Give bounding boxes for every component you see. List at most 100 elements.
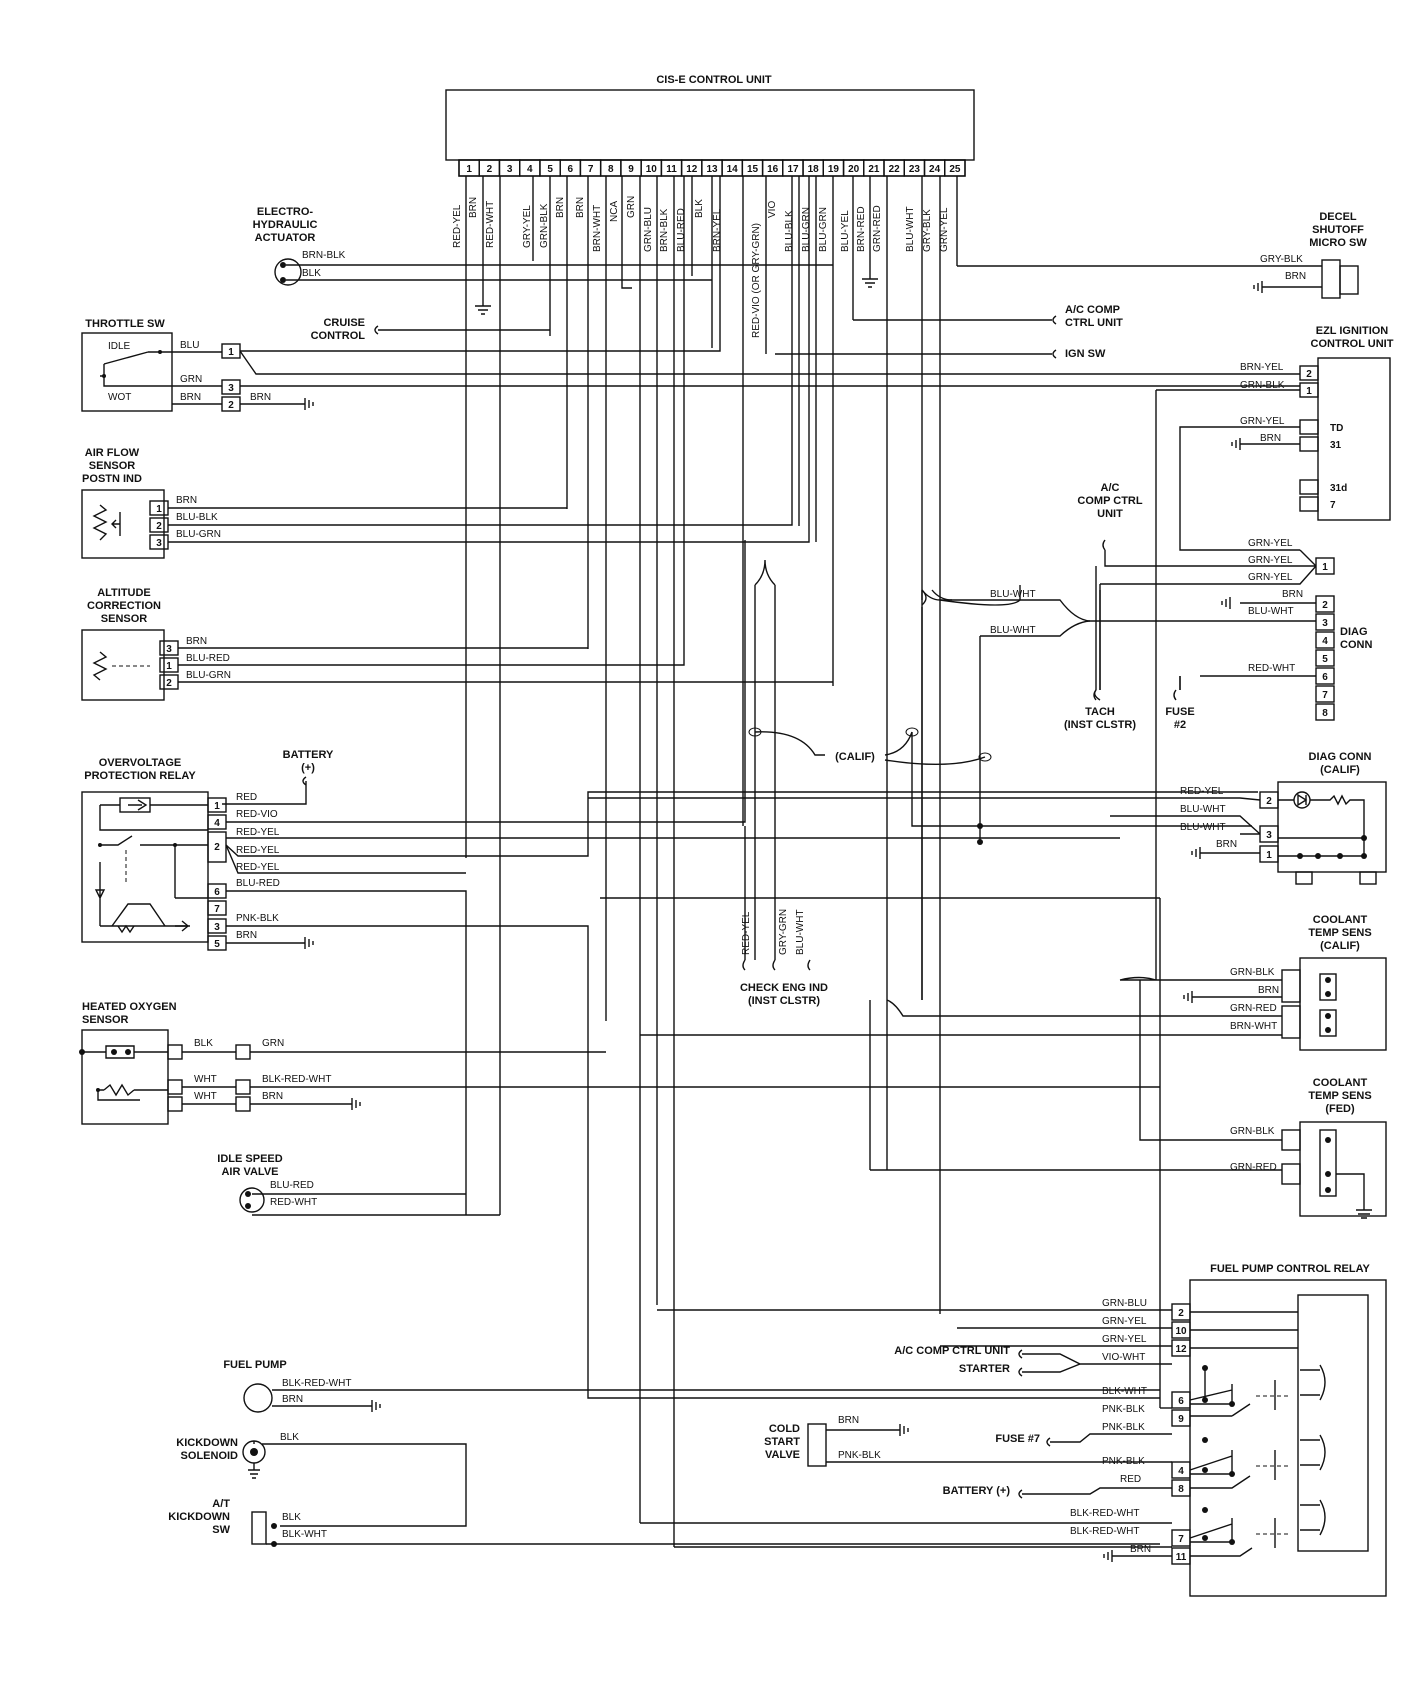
coolant-temp-sensor-calif: COOLANT TEMP SENS (CALIF) GRN-BLK BRN GR…	[640, 914, 1387, 1051]
control-unit-pin-number: 5	[547, 164, 553, 175]
blu-wht-split	[911, 589, 1252, 1000]
electro-hydraulic-actuator: ELECTRO- HYDRAULIC ACTUATOR BRN-BLK BLK	[253, 206, 833, 286]
svg-text:8: 8	[1178, 1484, 1184, 1495]
control-unit-pin-number: 15	[747, 164, 759, 175]
wire-label-p20b: GRN-RED	[872, 205, 883, 252]
svg-text:BRN: BRN	[176, 495, 197, 506]
svg-text:CORRECTION: CORRECTION	[87, 600, 161, 612]
svg-text:6: 6	[214, 887, 220, 898]
wire-label-p7a: BRN	[575, 197, 586, 218]
svg-text:BLK-RED-WHT: BLK-RED-WHT	[1070, 1526, 1139, 1537]
svg-text:RED: RED	[236, 792, 257, 803]
svg-text:RED-VIO: RED-VIO	[236, 809, 278, 820]
throttle-switch: THROTTLE SW IDLE WOT 1 3 2 BLU GRN BRN B…	[81, 176, 1300, 412]
wire-label-p2b: RED-WHT	[485, 201, 496, 248]
air-flow-sensor: AIR FLOW SENSOR POSTN IND 1 2 3 BRN BLU-…	[81, 176, 810, 559]
control-unit-pin-number: 4	[527, 164, 533, 175]
svg-text:2: 2	[1322, 600, 1328, 611]
svg-text:1: 1	[228, 347, 234, 358]
svg-text:SOLENOID: SOLENOID	[181, 1450, 239, 1462]
tach: TACH (INST CLSTR)	[1064, 590, 1136, 731]
control-unit-pin-number: 22	[889, 164, 901, 175]
svg-text:PROTECTION RELAY: PROTECTION RELAY	[84, 770, 196, 782]
altitude-correction-sensor: ALTITUDE CORRECTION SENSOR 3 1 2 BRN BLU…	[81, 176, 833, 701]
svg-text:CONTROL UNIT: CONTROL UNIT	[1311, 338, 1394, 350]
cold-start-valve: COLD START VALVE BRN PNK-BLK	[764, 1415, 1172, 1467]
svg-text:12: 12	[1175, 1344, 1187, 1355]
check-engine-indicator: RED-YEL GRY-GRN BLU-WHT CHECK ENG IND (I…	[740, 559, 828, 1007]
svg-text:SENSOR: SENSOR	[89, 460, 136, 472]
wire-label-p6: BRN	[555, 197, 566, 218]
wire-label-p1: RED-YEL	[452, 204, 463, 248]
svg-text:GRN-YEL: GRN-YEL	[1102, 1334, 1147, 1345]
control-unit-pin-number: 25	[949, 164, 961, 175]
wire-label-p7c: NCA	[609, 201, 620, 222]
svg-text:GRN-BLK: GRN-BLK	[1230, 1126, 1275, 1137]
svg-text:AIR VALVE: AIR VALVE	[221, 1166, 278, 1178]
battery-terminal: BATTERY (+)	[222, 749, 334, 805]
svg-text:COOLANT: COOLANT	[1313, 1077, 1368, 1089]
svg-text:BATTERY: BATTERY	[283, 749, 334, 761]
svg-text:BLU: BLU	[180, 340, 199, 351]
svg-text:START: START	[764, 1436, 800, 1448]
svg-text:BLK-WHT: BLK-WHT	[1102, 1386, 1147, 1397]
svg-text:BLU-WHT: BLU-WHT	[990, 589, 1036, 600]
overvoltage-protection-relay: OVERVOLTAGE PROTECTION RELAY 1 4 2 6 7 3…	[81, 540, 1258, 1399]
svg-text:EZL IGNITION: EZL IGNITION	[1316, 325, 1389, 337]
svg-text:SENSOR: SENSOR	[82, 1014, 129, 1026]
svg-text:GRN-RED: GRN-RED	[1230, 1162, 1277, 1173]
control-unit-pin-number: 20	[848, 164, 860, 175]
heated-oxygen-sensor: HEATED OXYGEN SENSOR BLK GRN WHT BLK-RED…	[79, 1001, 1160, 1125]
svg-text:4: 4	[1322, 636, 1328, 647]
svg-text:PNK-BLK: PNK-BLK	[1102, 1422, 1145, 1433]
svg-text:3: 3	[1266, 830, 1272, 841]
svg-text:5: 5	[214, 939, 220, 950]
svg-text:ELECTRO-: ELECTRO-	[257, 206, 314, 218]
svg-text:BATTERY (+): BATTERY (+)	[943, 1485, 1011, 1497]
fuel-pump: FUEL PUMP BLK-RED-WHT BRN	[223, 1359, 1160, 1413]
svg-text:BLK-RED-WHT: BLK-RED-WHT	[1070, 1508, 1139, 1519]
wire-label-p20a: BRN-RED	[856, 206, 867, 252]
control-unit-pin-number: 24	[929, 164, 941, 175]
svg-text:7: 7	[1178, 1534, 1184, 1545]
wire-label-p16: BLU-BLK	[784, 210, 795, 252]
svg-text:BRN: BRN	[250, 392, 271, 403]
wire-label-p7b: BRN-WHT	[592, 205, 603, 252]
svg-text:FUSE: FUSE	[1165, 706, 1194, 718]
svg-text:A/C COMP: A/C COMP	[1065, 304, 1120, 316]
svg-text:IGN SW: IGN SW	[1065, 348, 1106, 360]
wire-label-p22: BLU-WHT	[905, 206, 916, 252]
svg-text:3: 3	[166, 644, 172, 655]
svg-text:POSTN IND: POSTN IND	[82, 473, 142, 485]
control-unit-pin-number: 11	[666, 164, 677, 175]
at-kickdown-switch: A/T KICKDOWN SW BLK BLK-WHT	[168, 1498, 1160, 1547]
svg-text:BLU-GRN: BLU-GRN	[186, 670, 231, 681]
svg-text:7: 7	[1322, 690, 1328, 701]
svg-text:2: 2	[156, 521, 162, 532]
svg-text:OVERVOLTAGE: OVERVOLTAGE	[99, 757, 182, 769]
svg-text:BLK-WHT: BLK-WHT	[282, 1529, 327, 1540]
control-unit-pin-number: 3	[507, 164, 513, 175]
svg-text:A/C: A/C	[1101, 482, 1120, 494]
svg-text:WHT: WHT	[194, 1074, 217, 1085]
svg-text:6: 6	[1178, 1396, 1184, 1407]
svg-text:BRN: BRN	[838, 1415, 859, 1426]
svg-text:GRY-GRN: GRY-GRN	[778, 909, 789, 955]
control-unit-pin-number: 12	[686, 164, 698, 175]
svg-text:THROTTLE SW: THROTTLE SW	[85, 318, 165, 330]
control-unit-pin-number: 10	[646, 164, 658, 175]
svg-text:TACH: TACH	[1085, 706, 1115, 718]
svg-text:1: 1	[1322, 562, 1328, 573]
svg-text:RED-YEL: RED-YEL	[236, 845, 280, 856]
svg-text:RED-WHT: RED-WHT	[270, 1197, 317, 1208]
svg-text:BLU-RED: BLU-RED	[270, 1180, 314, 1191]
wire-label-p5: GRN-BLK	[539, 203, 550, 248]
svg-text:IDLE SPEED: IDLE SPEED	[217, 1153, 282, 1165]
ac-comp-ctrl-unit-mid: A/C COMP CTRL UNIT	[1077, 482, 1300, 567]
svg-text:DIAG CONN: DIAG CONN	[1309, 751, 1372, 763]
svg-text:A/T: A/T	[212, 1498, 230, 1510]
svg-text:TEMP SENS: TEMP SENS	[1308, 1090, 1371, 1102]
diag-connector: DIAG CONN 1 2 3 4 5 6 7 8 GRN-YEL GRN-YE…	[921, 538, 1372, 842]
svg-text:(CALIF): (CALIF)	[1320, 940, 1360, 952]
